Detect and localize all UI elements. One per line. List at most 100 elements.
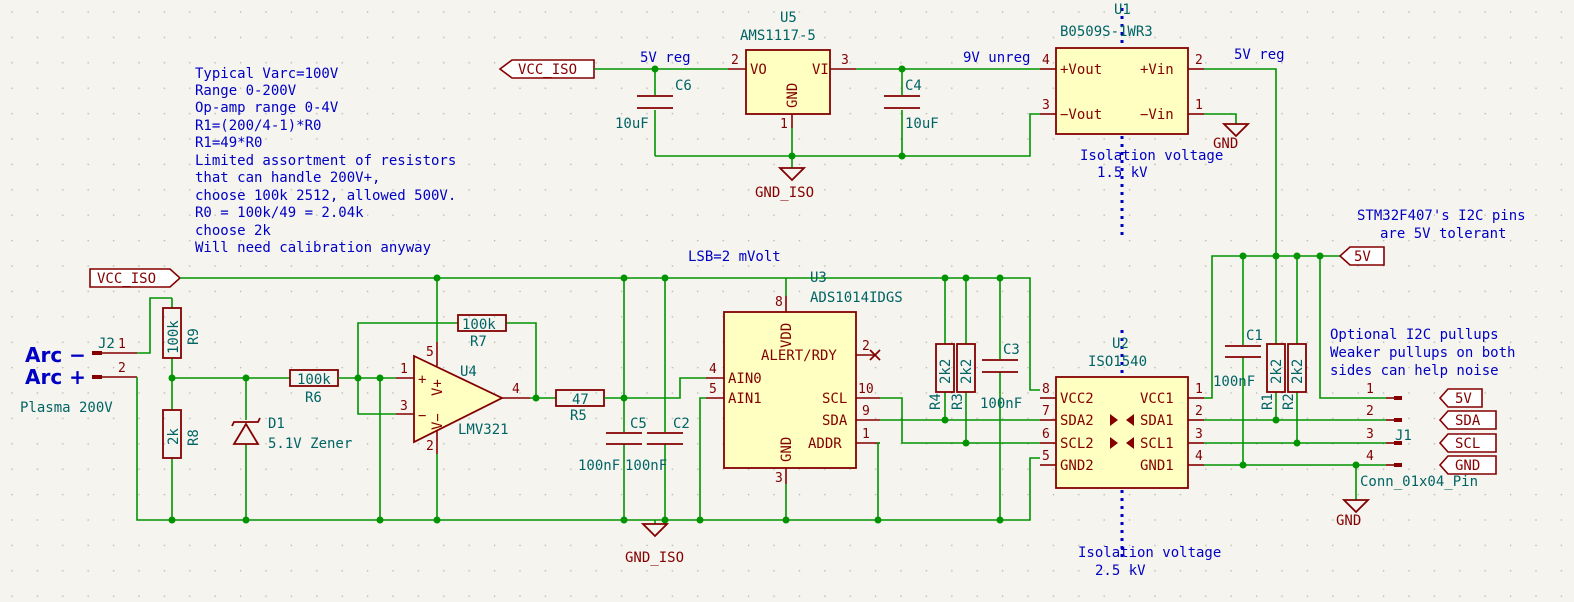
- j1-label-sda: SDA: [1438, 410, 1497, 430]
- svg-text:VDD: VDD: [779, 323, 795, 348]
- svg-text:SDA: SDA: [822, 413, 848, 429]
- svg-text:8: 8: [775, 295, 783, 310]
- svg-text:GND_ISO: GND_ISO: [625, 550, 684, 566]
- resistor-r6: 100k R6: [289, 369, 339, 406]
- svg-text:SDA2: SDA2: [1060, 413, 1094, 429]
- svg-text:J2: J2: [98, 336, 115, 352]
- svg-text:1: 1: [780, 117, 788, 132]
- pullup-note: Optional I2C pullups: [1330, 327, 1499, 343]
- svg-text:Conn_01x04_Pin: Conn_01x04_Pin: [1360, 474, 1478, 490]
- gnd-symbol-j1: GND: [1336, 499, 1371, 529]
- junction: [898, 65, 906, 73]
- junction: [874, 516, 882, 524]
- svg-text:1: 1: [400, 362, 408, 377]
- pullup-note: sides can help noise: [1330, 363, 1499, 379]
- gnd-iso-symbol-top: GND_ISO: [755, 167, 814, 201]
- svg-text:ADDR: ADDR: [808, 436, 842, 452]
- svg-text:2k: 2k: [166, 428, 182, 445]
- svg-text:AIN1: AIN1: [728, 391, 762, 407]
- junction: [651, 65, 659, 73]
- pullup-note: Weaker pullups on both: [1330, 345, 1515, 361]
- note-line: R1=(200/4-1)*R0: [195, 118, 321, 134]
- svg-text:R3: R3: [950, 393, 966, 410]
- svg-text:9: 9: [862, 404, 870, 419]
- svg-text:VCC_ISO: VCC_ISO: [518, 62, 577, 78]
- svg-text:5: 5: [1042, 449, 1050, 464]
- junction: [661, 516, 669, 524]
- j1-label-scl: SCL: [1438, 433, 1497, 453]
- svg-text:2k2: 2k2: [959, 359, 975, 384]
- svg-text:100k: 100k: [462, 317, 496, 333]
- opamp-u4: + − V+ V− 1 3 5 2 4 U4 LMV321: [396, 342, 530, 454]
- svg-text:5.1V Zener: 5.1V Zener: [268, 436, 352, 452]
- svg-text:47: 47: [572, 392, 589, 408]
- isolation-note-bottom: Isolation voltage: [1078, 545, 1221, 561]
- svg-text:J1: J1: [1395, 428, 1412, 444]
- wire: [180, 277, 1040, 391]
- svg-text:R9: R9: [186, 328, 202, 345]
- svg-text:3: 3: [1366, 427, 1374, 442]
- wire: [655, 113, 1040, 157]
- isolation-note-top: Isolation voltage: [1080, 148, 1223, 164]
- gnd-iso-symbol-bottom: GND_ISO: [625, 523, 684, 566]
- resistor-r8: R8 2k: [162, 409, 202, 459]
- svg-text:VI: VI: [812, 62, 829, 78]
- wire: [1319, 256, 1386, 399]
- note-line: Typical Varc=100V: [195, 66, 339, 82]
- svg-text:100nF: 100nF: [1213, 374, 1255, 390]
- svg-text:C6: C6: [675, 78, 692, 94]
- junction: [620, 516, 628, 524]
- svg-text:R7: R7: [470, 334, 487, 350]
- svg-text:GND1: GND1: [1140, 458, 1174, 474]
- svg-text:4: 4: [1195, 449, 1203, 464]
- capacitor-c1: C1 100nF: [1213, 328, 1263, 390]
- svg-text:100nF: 100nF: [625, 458, 667, 474]
- wire: [357, 378, 396, 415]
- svg-text:GND: GND: [779, 437, 795, 462]
- note-line: choose 100k 2512, allowed 500V.: [195, 188, 456, 204]
- svg-text:7: 7: [1042, 404, 1050, 419]
- j1-label-5v: 5V: [1438, 388, 1483, 408]
- svg-text:SDA: SDA: [1455, 413, 1481, 429]
- note-line: choose 2k: [195, 223, 271, 239]
- note-line: that can handle 200V+,: [195, 170, 380, 186]
- svg-text:R6: R6: [305, 390, 322, 406]
- svg-text:100nF: 100nF: [980, 396, 1022, 412]
- svg-text:B0509S-1WR3: B0509S-1WR3: [1060, 24, 1153, 40]
- svg-text:C5: C5: [630, 416, 647, 432]
- connector-j1: 1 2 3 4 J1 Conn_01x04_Pin: [1360, 382, 1478, 490]
- svg-text:1: 1: [118, 337, 126, 352]
- svg-text:2k2: 2k2: [938, 359, 954, 384]
- svg-text:2: 2: [1195, 404, 1203, 419]
- junction: [168, 374, 176, 382]
- svg-text:C4: C4: [905, 78, 922, 94]
- note-line: Limited assortment of resistors: [195, 153, 456, 169]
- v5-global-label: 5V: [1338, 246, 1385, 266]
- vcc-iso-label-left: VCC_ISO: [89, 268, 182, 288]
- svg-text:VCC1: VCC1: [1140, 391, 1174, 407]
- junction: [898, 152, 906, 160]
- resistor-r9: R9 100k: [162, 307, 202, 359]
- adc-u3: U3 ADS1014IDGS VDD ALERT/RDY AIN0 AIN1 S…: [706, 270, 903, 486]
- svg-text:R4: R4: [928, 393, 944, 410]
- svg-text:GND: GND: [785, 83, 801, 108]
- note-line: Will need calibration anyway: [195, 240, 431, 256]
- zener-diode-d1: D1 5.1V Zener: [231, 416, 352, 452]
- svg-text:1: 1: [862, 427, 870, 442]
- svg-text:Plasma 200V: Plasma 200V: [20, 400, 113, 416]
- svg-text:R8: R8: [186, 429, 202, 446]
- isolator-u2: U2 ISO1540 VCC2 SDA2 SCL2 GND2 VCC1 SDA1…: [1040, 336, 1204, 489]
- note-line: R0 = 100k/49 = 2.04k: [195, 205, 364, 221]
- svg-text:8: 8: [1042, 382, 1050, 397]
- svg-text:−: −: [418, 408, 426, 424]
- svg-text:2: 2: [1366, 404, 1374, 419]
- svg-text:Arc +: Arc +: [25, 365, 86, 389]
- junction: [962, 439, 970, 447]
- wire: [137, 297, 172, 354]
- svg-text:R1: R1: [1260, 393, 1276, 410]
- junction: [242, 374, 250, 382]
- svg-text:5V: 5V: [1455, 391, 1472, 407]
- svg-text:6: 6: [1042, 427, 1050, 442]
- resistor-r4: 2k2 R4: [928, 343, 955, 410]
- junction: [433, 516, 441, 524]
